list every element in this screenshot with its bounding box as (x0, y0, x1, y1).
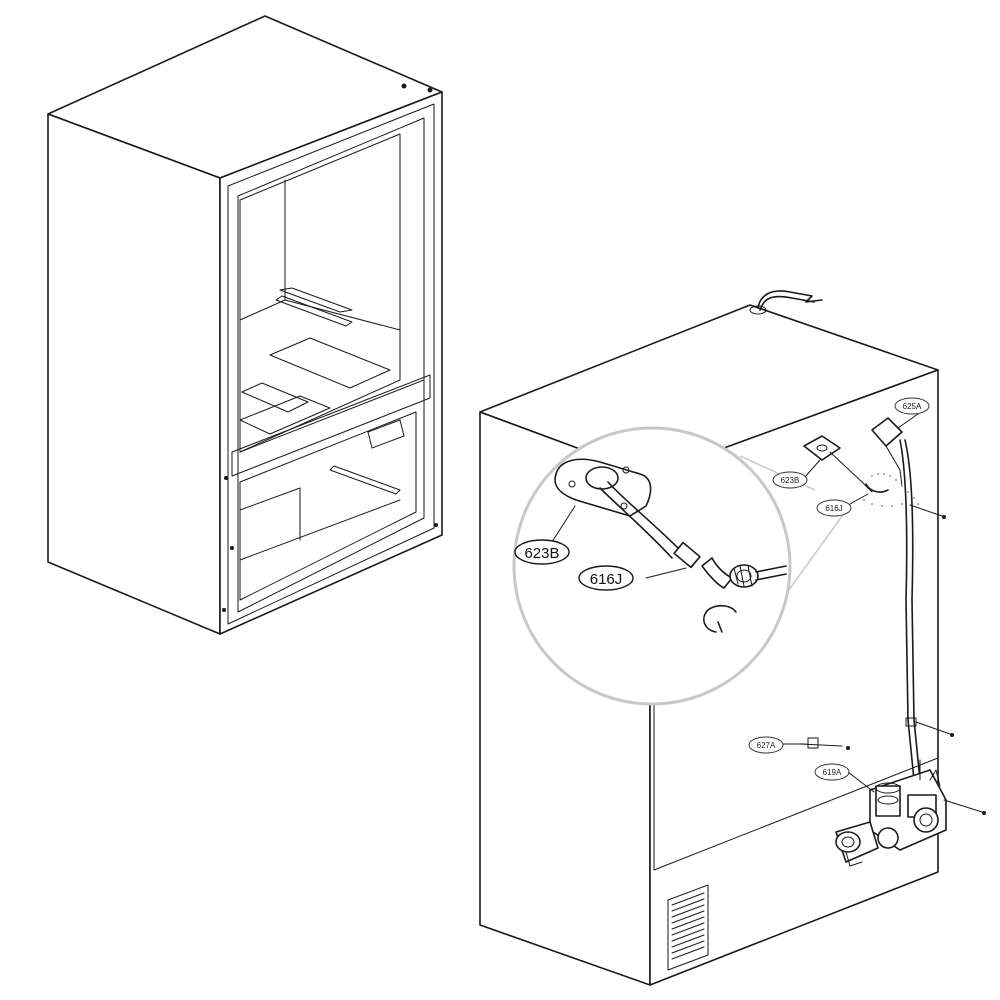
svg-text:623B: 623B (524, 545, 559, 562)
part-619A-water-valve (835, 759, 986, 867)
hinge-screw (427, 87, 433, 93)
part-616J-connector (865, 483, 889, 493)
vent-grille (667, 884, 709, 971)
callout-627A: 627A (748, 736, 784, 754)
detail-part-623B (554, 458, 652, 517)
cabinet-front-view (47, 15, 443, 635)
compartment-divider (231, 374, 431, 477)
floor-panel-3 (239, 395, 331, 435)
svg-text:616J: 616J (825, 504, 842, 513)
cabinet-side (47, 113, 221, 635)
svg-text:619A: 619A (823, 768, 842, 777)
svg-text:616J: 616J (590, 571, 623, 588)
svg-text:627A: 627A (757, 741, 776, 750)
callout-619A: 619A (814, 763, 850, 781)
floor-panel-1 (269, 337, 391, 389)
callout-616J-large: 616J (578, 565, 634, 591)
water-tube (904, 439, 921, 781)
part-627A-clip (799, 737, 850, 750)
fresh-food-opening (239, 133, 401, 453)
freezer-opening (239, 411, 417, 601)
callout-625A: 625A (894, 397, 930, 415)
svg-text:625A: 625A (903, 402, 922, 411)
freezer-rail-upper (367, 419, 405, 449)
detail-part-616J (673, 541, 787, 589)
detail-magnifier (512, 426, 851, 706)
svg-text:623B: 623B (781, 476, 800, 485)
detail-retaining-clip (703, 604, 737, 633)
callout-616J-small: 616J (816, 499, 852, 517)
power-cord (749, 290, 823, 315)
freezer-rail-lower (329, 465, 401, 495)
shelf-rail-upper (279, 287, 353, 313)
part-623B-bracket (803, 435, 873, 493)
shelf-rail-lower (275, 295, 353, 327)
highlight-dots (863, 473, 919, 507)
callout-623B-large: 623B (514, 539, 570, 565)
part-625A-inlet (871, 417, 903, 487)
callout-623B-small: 623B (772, 471, 808, 489)
floor-panel-2 (241, 382, 309, 413)
hinge-screw (401, 83, 407, 89)
cabinet-front (219, 91, 443, 635)
